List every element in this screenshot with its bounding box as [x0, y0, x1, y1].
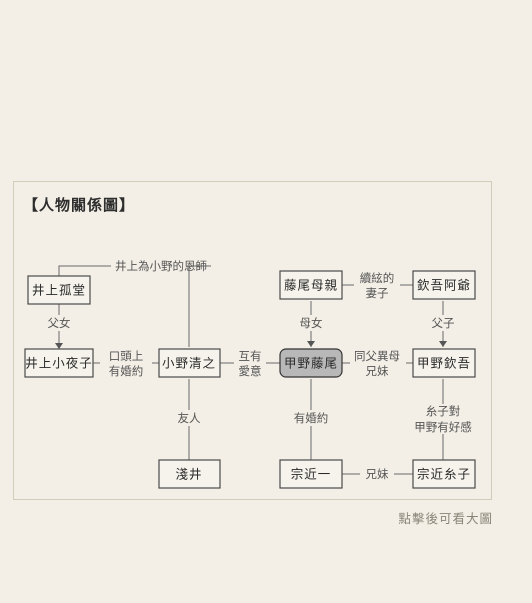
node-kingo-father[interactable]: 欽吾阿爺	[412, 270, 476, 300]
node-asai[interactable]: 淺井	[158, 459, 221, 489]
node-fujio-mother[interactable]: 藤尾母親	[279, 270, 343, 300]
label-bg	[172, 410, 206, 426]
edge-label-halfsibling-1: 同父異母	[354, 349, 400, 363]
edge-labels: 井上為小野的恩師 父女 口頭上 有婚約 互有 愛意 友人 母女 續絃的 妻子 父…	[44, 259, 474, 482]
edge-label-mentor: 井上為小野的恩師	[115, 259, 207, 273]
edge-label-stepspouse-2: 妻子	[366, 286, 389, 300]
node-label: 淺井	[175, 467, 202, 482]
edge-label-father-daughter: 父女	[48, 316, 71, 330]
label-bg	[234, 350, 266, 378]
label-bg	[290, 410, 332, 426]
label-bg	[412, 404, 474, 434]
label-bg	[426, 315, 460, 331]
node-kono-kingo[interactable]: 甲野欽吾	[412, 348, 476, 378]
node-muneya-itoko[interactable]: 宗近糸子	[412, 459, 476, 489]
relationship-diagram: 井上為小野的恩師 父女 口頭上 有婚約 互有 愛意 友人 母女 續絃的 妻子 父…	[24, 259, 476, 489]
node-kono-fujio[interactable]: 甲野藤尾	[279, 348, 343, 378]
edge-label-halfsibling-2: 兄妹	[366, 364, 389, 378]
enlarge-caption-link[interactable]: 點擊後可看大圖	[398, 511, 493, 526]
edge-label-itoko-2: 甲野有好感	[414, 420, 472, 434]
edge-label-friends: 友人	[178, 411, 201, 425]
node-label: 甲野欽吾	[417, 356, 471, 371]
edge-label-mother-daughter: 母女	[300, 316, 323, 330]
node-label: 井上孤堂	[32, 283, 86, 298]
node-label: 井上小夜子	[25, 356, 93, 371]
node-label: 欽吾阿爺	[417, 278, 471, 293]
edge-label-father-son: 父子	[432, 316, 455, 330]
node-label: 宗近糸子	[417, 467, 471, 482]
edge-mentor-line-right	[188, 265, 211, 347]
label-bg	[350, 350, 406, 378]
relationship-diagram-frame[interactable]: 【人物關係圖】	[13, 181, 492, 500]
node-label: 甲野藤尾	[284, 356, 338, 371]
node-label: 宗近一	[291, 467, 332, 482]
label-bg	[44, 315, 74, 331]
arrow-head	[439, 341, 447, 347]
edge-label-engagement-2: 有婚約	[109, 364, 144, 378]
arrow-head	[55, 343, 63, 349]
node-label: 小野清之	[162, 356, 216, 371]
edge-label-mutual-1: 互有	[239, 349, 262, 363]
node-ono-seizo[interactable]: 小野清之	[158, 348, 221, 378]
node-muneya-ichi[interactable]: 宗近一	[279, 459, 343, 489]
label-bg	[354, 272, 400, 300]
diagram-title: 【人物關係圖】	[23, 196, 136, 214]
arrow-head	[307, 341, 315, 347]
label-bg	[360, 466, 394, 482]
node-label: 藤尾母親	[284, 278, 338, 293]
edge-label-siblings: 兄妹	[366, 467, 389, 481]
label-bg	[294, 315, 328, 331]
edge-label-engagement-1: 口頭上	[109, 349, 144, 363]
edge-label-itoko-1: 糸子對	[426, 404, 461, 418]
edge-label-mutual-2: 愛意	[239, 364, 262, 378]
node-inoue-sayoko[interactable]: 井上小夜子	[24, 348, 94, 378]
edge-label-engaged: 有婚約	[294, 411, 329, 425]
edge-label-stepspouse-1: 續絃的	[360, 271, 395, 285]
label-bg	[100, 350, 152, 378]
node-inoue-kodo[interactable]: 井上孤堂	[27, 275, 91, 305]
